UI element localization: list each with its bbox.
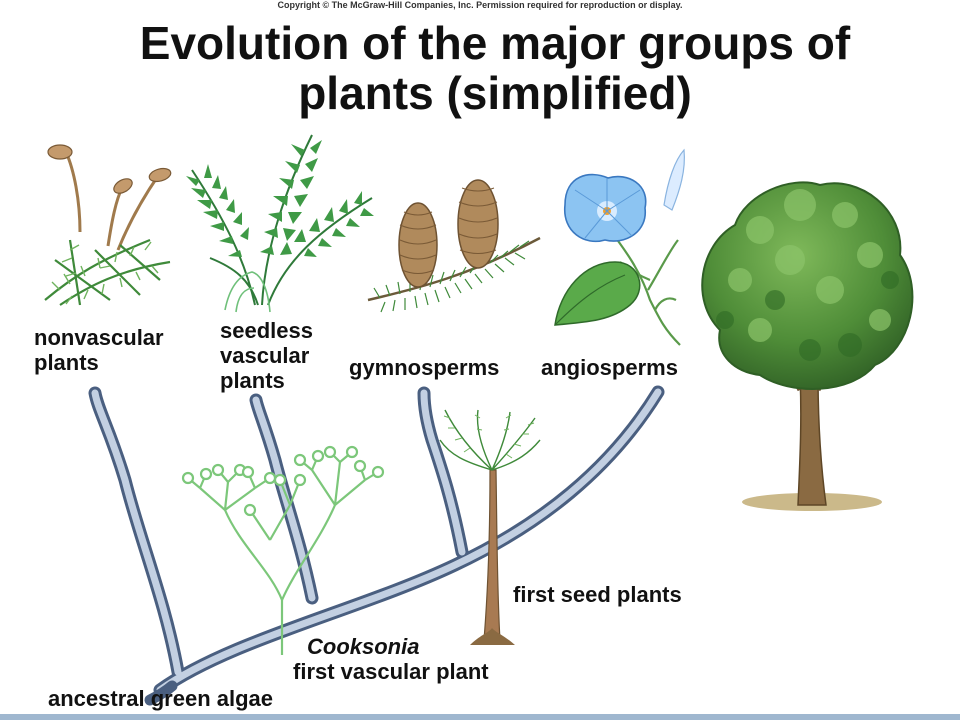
conifer-cone-icon: [367, 179, 541, 313]
diagram-title: Evolution of the major groups of plants …: [0, 18, 960, 118]
morning-glory-icon: [554, 148, 685, 346]
label-nonvascular-line-1: nonvascular: [34, 325, 164, 350]
label-first-seed-plants: first seed plants: [513, 582, 682, 607]
bottom-border: [0, 714, 960, 720]
branch-root: [144, 680, 178, 706]
fern-icon: [186, 134, 374, 313]
seed-fern-icon: [439, 409, 541, 645]
label-cooksonia: Cooksonia: [307, 634, 420, 659]
label-nonvascular-line-2: plants: [34, 350, 99, 375]
label-gymnosperms: gymnosperms: [349, 355, 500, 380]
label-first-vascular-plant: first vascular plant: [293, 659, 489, 684]
label-ancestral-green-algae: ancestral green algae: [48, 686, 274, 711]
moss-icon: [44, 144, 172, 306]
label-angiosperms: angiosperms: [541, 355, 678, 380]
title-line-1: Evolution of the major groups of: [139, 17, 851, 69]
phylogeny-tree: [88, 385, 665, 706]
deciduous-tree-icon: [701, 181, 914, 511]
label-seedless-vascular-plants: seedless vascular plants: [220, 318, 313, 393]
title-line-2: plants (simplified): [298, 67, 692, 119]
cooksonia-icon: [181, 445, 385, 655]
label-nonvascular-plants: nonvascular plants: [34, 325, 164, 375]
label-seedless-line-3: plants: [220, 368, 285, 393]
label-seedless-line-2: vascular: [220, 343, 310, 368]
copyright-notice: Copyright © The McGraw-Hill Companies, I…: [277, 0, 683, 10]
label-seedless-line-1: seedless: [220, 318, 313, 343]
